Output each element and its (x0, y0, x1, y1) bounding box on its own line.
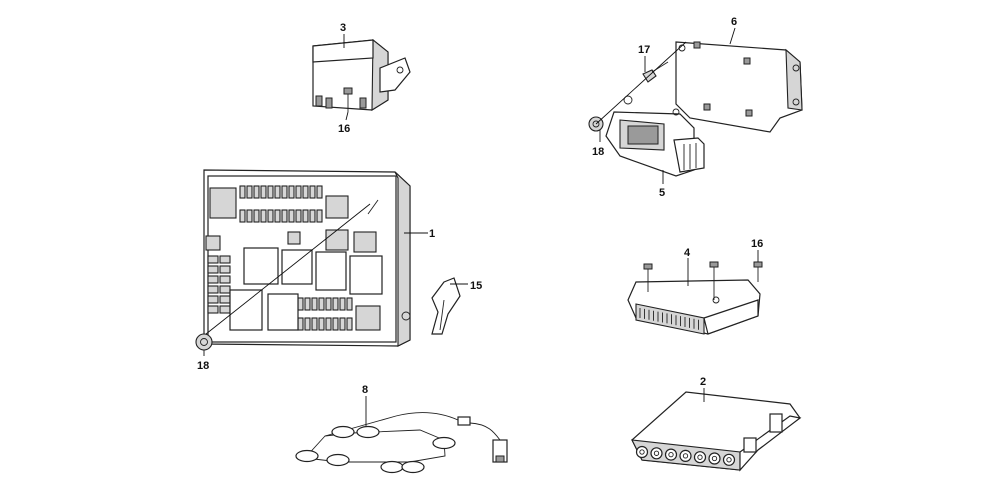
connector-port-inner (697, 454, 703, 460)
fuse-slot (219, 275, 231, 284)
leader-lines (203, 27, 759, 426)
connector-port-inner (639, 449, 645, 455)
fuse-slot (316, 185, 323, 199)
part-16-screws-ecu (643, 261, 763, 300)
fuse-slot (219, 305, 231, 314)
connector-port-inner (653, 450, 660, 456)
fuse-slot (219, 265, 231, 274)
fuse-slot (207, 285, 219, 294)
fuse-slot (281, 185, 288, 199)
fuse-slot (325, 317, 332, 331)
part-17-bolt (642, 61, 669, 83)
fuse-slot (207, 265, 219, 274)
fuse-slot (288, 185, 295, 199)
part-16-screw-upper-left (343, 87, 353, 112)
fuse-slot (302, 209, 309, 223)
connector-port (693, 451, 707, 464)
fuse-slot (246, 185, 253, 199)
fuse-slot (219, 285, 231, 294)
fuse-slot (239, 185, 246, 199)
part-5-control-unit (605, 95, 705, 177)
connector-port-inner (668, 451, 674, 458)
connector-port (679, 449, 692, 462)
callout-1: 1 (429, 228, 435, 240)
fuse-slot (339, 317, 346, 331)
callout-17: 17 (638, 44, 650, 56)
fuse-slot (274, 209, 281, 223)
fuse-slot (318, 317, 325, 331)
fuse-slot (253, 209, 260, 223)
callout-18-left: 18 (197, 360, 209, 372)
part-3-relay-module (312, 38, 411, 112)
fuse-slot (281, 209, 288, 223)
fuse-slot (207, 305, 219, 314)
fuse-slot (297, 297, 304, 311)
connector-port-inner (682, 453, 689, 459)
connector-port (650, 447, 663, 460)
part-15-fuse-puller (431, 277, 461, 335)
callout-2: 2 (700, 376, 706, 388)
callout-16-ecu: 16 (751, 238, 763, 250)
fuse-slot (304, 317, 311, 331)
callout-5: 5 (659, 187, 665, 199)
fuse-slot (304, 297, 311, 311)
connector-port-inner (726, 457, 732, 463)
fuse-slot (332, 297, 339, 311)
fuse-slot (267, 209, 274, 223)
fuse-slot (274, 185, 281, 199)
fuse-slot (339, 297, 346, 311)
part-2-connector-module (631, 391, 802, 472)
fuse-slot (219, 255, 231, 264)
callout-15: 15 (470, 280, 482, 292)
fuse-slot (325, 297, 332, 311)
fuse-slot (246, 209, 253, 223)
fuse-slot (346, 317, 353, 331)
callout-16-upper-left: 16 (338, 123, 350, 135)
part-8-wiring-harness (295, 412, 508, 474)
fuse-slot (311, 317, 318, 331)
fuse-slot (239, 209, 246, 223)
fuse-slot (332, 317, 339, 331)
callout-4: 4 (684, 247, 691, 259)
fuse-slot (260, 209, 267, 223)
fuse-slot (311, 297, 318, 311)
fuse-slot (309, 185, 316, 199)
callout-8: 8 (362, 384, 368, 396)
fuse-slot (288, 209, 295, 223)
fuse-slot (267, 185, 274, 199)
fuse-slot (207, 255, 219, 264)
fuse-slot (309, 209, 316, 223)
connector-port-inner (711, 455, 718, 462)
callout-labels: 3 16 1 18 15 8 6 17 18 5 4 16 2 (197, 16, 763, 396)
fuse-slot (318, 297, 325, 311)
fuse-slot (316, 209, 323, 223)
fuse-slot (295, 185, 302, 199)
connector-port (635, 445, 649, 459)
fuse-slot (207, 275, 219, 284)
connector-port (722, 453, 736, 466)
fuse-slot (260, 185, 267, 199)
callout-6: 6 (731, 16, 737, 28)
connector-port (664, 448, 678, 461)
part-4-electronic-control-unit (627, 279, 761, 335)
fuse-slot (207, 295, 219, 304)
fuse-slot (219, 295, 231, 304)
callout-18-right: 18 (592, 146, 604, 158)
part-18-nut-left (195, 333, 213, 351)
fuse-slot (253, 185, 260, 199)
fuse-slot (295, 209, 302, 223)
part-6-mounting-bracket (675, 41, 803, 133)
callout-3: 3 (340, 22, 346, 34)
fuse-slot (302, 185, 309, 199)
fuse-slot (346, 297, 353, 311)
connector-port (708, 452, 721, 465)
fuse-slot (297, 317, 304, 331)
part-1-fuse-box (203, 169, 411, 347)
